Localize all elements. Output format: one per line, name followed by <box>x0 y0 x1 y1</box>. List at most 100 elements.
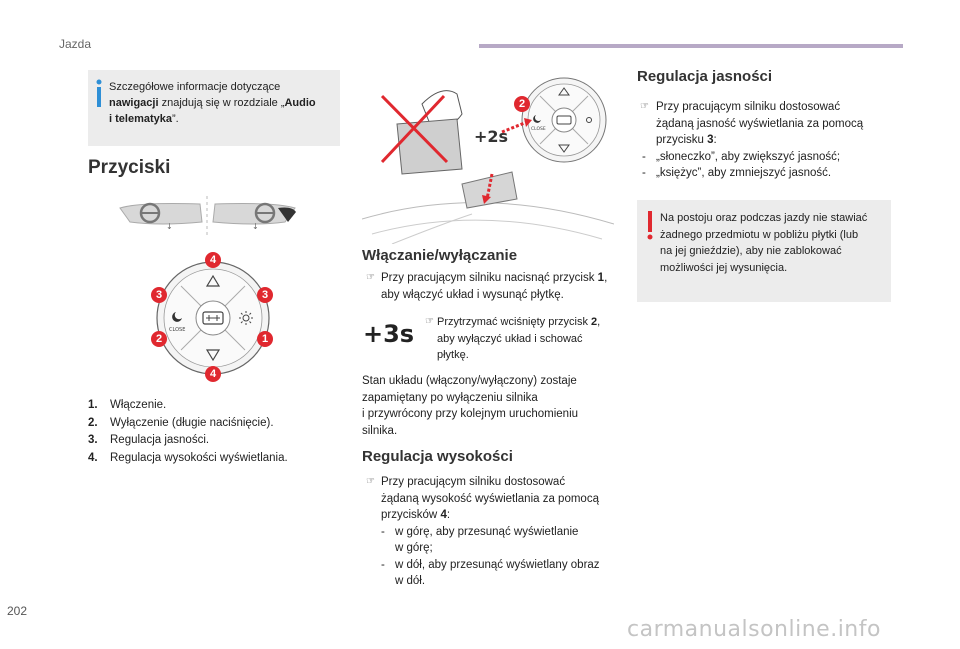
list-item: 3. Regulacja jasności. <box>88 432 348 450</box>
info-box-text: Szczegółowe informacje dotyczące nawigac… <box>109 79 339 127</box>
onoff-p2-c: , <box>597 316 601 328</box>
onoff-p2-btn: 2 <box>591 316 598 328</box>
dash-mark: - <box>642 167 646 179</box>
height-p3-c: : <box>446 509 451 521</box>
info-text-1: Szczegółowe informacje dotyczące <box>109 81 281 93</box>
brightness-d2: „księżyc”, aby zmniejszyć jasność. <box>656 167 832 179</box>
list-num: 1. <box>88 399 98 411</box>
warning-text: Na postoju oraz podczas jazdy nie stawia… <box>660 210 890 276</box>
dash-mark: - <box>381 558 385 571</box>
height-p3-btn: 4 <box>440 509 447 521</box>
list-num: 3. <box>88 434 98 446</box>
onoff-p1-btn: 1 <box>597 272 605 284</box>
height-d2-a: w dół, aby przesunąć wyświetlany obraz <box>395 558 600 571</box>
info-text-2: znajdują się w rozdziale „ <box>158 97 285 109</box>
svg-text:↓: ↓ <box>252 222 259 231</box>
onoff-p3-line: Stan układu (włączony/wyłączony) zostaje <box>362 375 577 387</box>
warning-line: żadnego przedmiotu w pobliżu płytki (lub <box>660 228 859 241</box>
dash-item: - „słoneczko”, aby zwiększyć jasność; <box>642 149 906 166</box>
onoff-p2-d: aby wyłączyć układ i schować <box>437 332 583 345</box>
header-accent-bar <box>479 44 903 48</box>
brightness-p2: żądaną jasność wyświetlania za pomocą <box>656 117 864 130</box>
fig-close-label: CLOSE <box>531 126 546 132</box>
brightness-p3-c: : <box>713 134 717 146</box>
brightness-text: Przy pracującym silniku dostosować żądan… <box>642 99 906 182</box>
dash-item: - „księżyc”, aby zmniejszyć jasność. <box>642 165 906 182</box>
height-d1-b: w górę; <box>395 542 433 554</box>
height-p3-a: przycisków <box>381 509 441 521</box>
buttons-list: 1. Włączenie. 2. Wyłączenie (długie naciśn… <box>88 397 348 467</box>
onoff-p3-line: silnika. <box>362 424 398 437</box>
svg-text:↓: ↓ <box>166 222 173 231</box>
onoff-p2-a: Przytrzymać wciśnięty przycisk <box>437 316 592 328</box>
buttons-title: Przyciski <box>88 157 171 178</box>
brightness-p3: przycisku 3: <box>656 132 906 149</box>
brightness-p1: Przy pracującym silniku dostosować <box>656 101 841 113</box>
page-number: 202 <box>7 604 28 618</box>
onoff-p3-line: i przywrócony przy kolejnym uruchomieniu <box>362 408 579 420</box>
bullet-icon: ☞ <box>640 101 649 112</box>
warning-line: Na postoju oraz podczas jazdy nie stawia… <box>660 212 868 224</box>
onoff-p1-d: aby włączyć układ i wysunąć płytkę. <box>381 288 564 301</box>
brightness-p3-btn: 3 <box>707 134 714 146</box>
dash-mark: - <box>642 150 646 163</box>
keypad-close-label: CLOSE <box>169 327 185 333</box>
info-text-3: ”. <box>171 113 179 125</box>
list-text: Włączenie. <box>110 399 167 411</box>
onoff-p2: Przytrzymać wciśnięty przycisk 2, aby wy… <box>437 314 617 364</box>
onoff-p3-line: zapamiętany po wyłączeniu silnika <box>362 391 538 404</box>
bullet-icon: ☞ <box>425 316 434 327</box>
info-box: Szczegółowe informacje dotyczące nawigac… <box>88 70 340 146</box>
watermark: carmanualsonline.info <box>627 617 881 642</box>
warning-line: możliwości jej wysunięcia. <box>660 261 788 274</box>
height-p1: Przy pracującym silniku dostosować <box>381 476 566 488</box>
height-p3: przycisków 4: <box>381 507 621 524</box>
fig-badge-2: 2 <box>514 96 530 112</box>
steering-mirror-illustration: ↓ ↓ <box>110 196 305 236</box>
keypad-badge-1: 1 <box>257 331 273 347</box>
list-item: 1. Włączenie. <box>88 397 348 415</box>
info-bold-audio: Audio <box>284 97 316 109</box>
onoff-p2-e: płytkę. <box>437 349 469 361</box>
info-icon <box>94 79 104 109</box>
header-section-label: Jazda <box>59 37 92 51</box>
onoff-p1-a: Przy pracującym silniku nacisnąć przycis… <box>381 272 598 284</box>
onoff-title: Włączanie/wyłączanie <box>362 247 518 264</box>
info-bold-telematics: i telematyka <box>109 113 172 125</box>
brightness-title: Regulacja jasności <box>637 68 773 85</box>
bullet-icon: ☞ <box>366 476 375 487</box>
info-bold-nav: nawigacji <box>109 97 159 109</box>
height-d2-b: w dół. <box>395 575 426 587</box>
height-title: Regulacja wysokości <box>362 448 513 465</box>
list-item: 2. Wyłączenie (długie naciśnięcie). <box>88 415 348 433</box>
list-text: Regulacja wysokości wyświetlania. <box>110 451 288 464</box>
warning-icon <box>646 211 654 241</box>
height-p2: żądaną wysokość wyświetlania za pomocą <box>381 492 599 505</box>
dash-item: - w dół, aby przesunąć wyświetlany obraz… <box>381 557 621 590</box>
dash-item: - w górę, aby przesunąć wyświetlanie w g… <box>381 524 621 557</box>
bullet-icon: ☞ <box>366 272 375 283</box>
onoff-p1: Przy pracującym silniku nacisnąć przycis… <box>381 270 621 303</box>
hud-keypad: CLOSE <box>146 252 281 382</box>
list-text: Regulacja jasności. <box>110 434 210 446</box>
keypad-badge-3-right: 3 <box>257 287 273 303</box>
height-text: Przy pracującym silniku dostosować żądan… <box>381 474 621 590</box>
hud-retract-illustration: CLOSE <box>361 74 615 245</box>
onoff-p1-c: , <box>604 272 608 284</box>
onoff-p3: Stan układu (włączony/wyłączony) zostaje… <box>362 373 612 439</box>
list-num: 4. <box>88 451 98 464</box>
brightness-d1: „słoneczko”, aby zwiększyć jasność; <box>656 150 841 163</box>
dash-mark: - <box>381 525 385 538</box>
keypad-badge-4-bottom: 4 <box>205 366 221 382</box>
brightness-p3-a: przycisku <box>656 134 708 146</box>
fig-label-2s: +2s <box>474 127 509 146</box>
height-d1-a: w górę, aby przesunąć wyświetlanie <box>395 525 579 538</box>
label-3s: +3s <box>363 320 415 348</box>
list-num: 2. <box>88 416 98 429</box>
keypad-badge-4-top: 4 <box>205 252 221 268</box>
list-text: Wyłączenie (długie naciśnięcie). <box>110 416 274 429</box>
warning-line: na jej gnieździe), aby nie zablokować <box>660 245 842 257</box>
keypad-badge-2: 2 <box>151 331 167 347</box>
list-item: 4. Regulacja wysokości wyświetlania. <box>88 450 348 468</box>
warning-box: Na postoju oraz podczas jazdy nie stawia… <box>637 200 891 302</box>
